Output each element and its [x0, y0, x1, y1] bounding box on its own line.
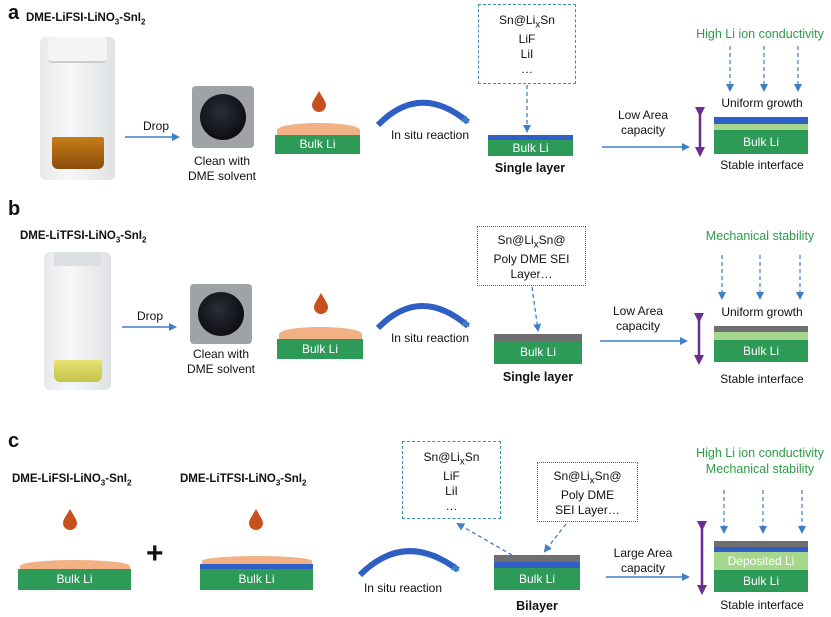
- panel-a-letter: a: [8, 2, 20, 24]
- reaction-label-b: In situ reaction: [390, 331, 470, 345]
- panel-c-electrolyte-1: DME-LiFSI-LiNO3-SnI2: [12, 473, 132, 488]
- drop-icon-c1: [63, 509, 77, 530]
- bulk-li-slab-c2: Bulk Li: [200, 569, 313, 590]
- reaction-arc-c: [357, 548, 460, 578]
- growth-label-b: Uniform growth: [721, 305, 803, 319]
- grey-layer-b: [494, 334, 582, 341]
- li-disk-photo-b: [190, 284, 252, 344]
- capacity-label-c-1: Large Area: [613, 546, 673, 560]
- vial-cap: [48, 37, 107, 63]
- composition-box-b: Sn@LixSn@ Poly DME SEI Layer…: [477, 226, 586, 286]
- vial-neck: [54, 252, 101, 266]
- composition-box-c1: Sn@LixSn LiF LiI …: [402, 441, 501, 519]
- bulk-li-slab-c4: Bulk Li: [714, 570, 808, 592]
- box-pointer-b: [531, 286, 542, 332]
- li-disk-photo-a: [192, 86, 254, 148]
- blue-layer-a: [488, 135, 573, 140]
- grey-layer-b-result: [714, 326, 808, 332]
- deposited-li-layer: Deposited Li: [714, 552, 808, 570]
- bulk-li-slab-b2: Bulk Li: [494, 341, 582, 364]
- capacity-label-a-1: Low Area: [617, 108, 669, 122]
- light-green-layer-a: [714, 124, 808, 130]
- bulk-li-slab-a3: Bulk Li: [714, 130, 808, 154]
- drop-icon-c2: [249, 509, 263, 530]
- blue-layer-c2: [200, 564, 313, 569]
- interface-label-c: Stable interface: [720, 598, 804, 612]
- reaction-label-c: In situ reaction: [363, 581, 443, 595]
- box-pointer-c2: [543, 523, 567, 553]
- clean-label-a-1: Clean with: [193, 154, 251, 168]
- property-label-c-1: High Li ion conductivity: [696, 446, 824, 460]
- capacity-label-b-2: capacity: [615, 319, 661, 333]
- panel-c-electrolyte-2: DME-LiTFSI-LiNO3-SnI2: [180, 473, 307, 488]
- clean-label-b-1: Clean with: [192, 347, 250, 361]
- peach-film-b: [279, 327, 362, 341]
- plus-sign: +: [146, 537, 164, 570]
- bulk-li-slab-a2: Bulk Li: [488, 140, 573, 156]
- panel-a-electrolyte: DME-LiFSI-LiNO3-SnI2: [26, 12, 146, 27]
- blue-layer-a-result: [714, 117, 808, 124]
- bulk-li-slab-a1: Bulk Li: [275, 135, 360, 154]
- drop-label-a: Drop: [142, 119, 169, 133]
- composition-box-c2: Sn@LixSn@ Poly DME SEI Layer…: [537, 462, 638, 522]
- blue-layer-c3: [494, 562, 580, 568]
- single-layer-label-b: Single layer: [502, 370, 574, 384]
- blue-layer-c4: [714, 547, 808, 552]
- bulk-li-slab-b3: Bulk Li: [714, 340, 808, 362]
- reaction-arc-a: [375, 99, 470, 128]
- capacity-label-c-2: capacity: [620, 561, 666, 575]
- property-label-a: High Li ion conductivity: [696, 27, 824, 41]
- capacity-label-a-2: capacity: [620, 123, 666, 137]
- interface-label-a: Stable interface: [720, 158, 804, 172]
- reaction-label-a: In situ reaction: [390, 128, 470, 142]
- drop-label-b: Drop: [136, 309, 163, 323]
- composition-box-a: Sn@LixSn LiF LiI …: [478, 4, 576, 84]
- interface-label-b: Stable interface: [720, 372, 804, 386]
- vial-photo-a: [40, 37, 115, 180]
- peach-film-c2: [202, 556, 312, 566]
- vial-liquid-orange: [52, 137, 104, 169]
- clean-label-b-2: DME solvent: [186, 362, 256, 376]
- bulk-li-slab-b1: Bulk Li: [277, 339, 363, 359]
- property-label-c-2: Mechanical stability: [705, 462, 815, 476]
- grey-layer-c3: [494, 555, 580, 562]
- drop-icon-a: [312, 91, 326, 112]
- vial-photo-b: [44, 252, 111, 390]
- bulk-li-slab-c3: Bulk Li: [494, 568, 580, 590]
- light-green-layer-b: [714, 332, 808, 340]
- property-label-b: Mechanical stability: [705, 229, 815, 243]
- bilayer-label: Bilayer: [516, 599, 558, 613]
- growth-label-a: Uniform growth: [721, 96, 803, 110]
- reaction-arc-b: [375, 303, 470, 331]
- box-pointer-c1: [456, 523, 513, 556]
- grey-layer-c4: [714, 541, 808, 547]
- single-layer-label-a: Single layer: [494, 161, 566, 175]
- bulk-li-slab-c1: Bulk Li: [18, 569, 131, 590]
- clean-label-a-2: DME solvent: [187, 169, 257, 183]
- panel-c-letter: c: [8, 430, 20, 452]
- panel-b-electrolyte: DME-LiTFSI-LiNO3-SnI2: [20, 230, 147, 245]
- capacity-label-b-1: Low Area: [612, 304, 664, 318]
- panel-b-letter: b: [8, 198, 21, 220]
- vial-liquid-yellow: [54, 360, 102, 382]
- drop-icon-b: [314, 293, 328, 314]
- peach-film-a: [277, 123, 360, 137]
